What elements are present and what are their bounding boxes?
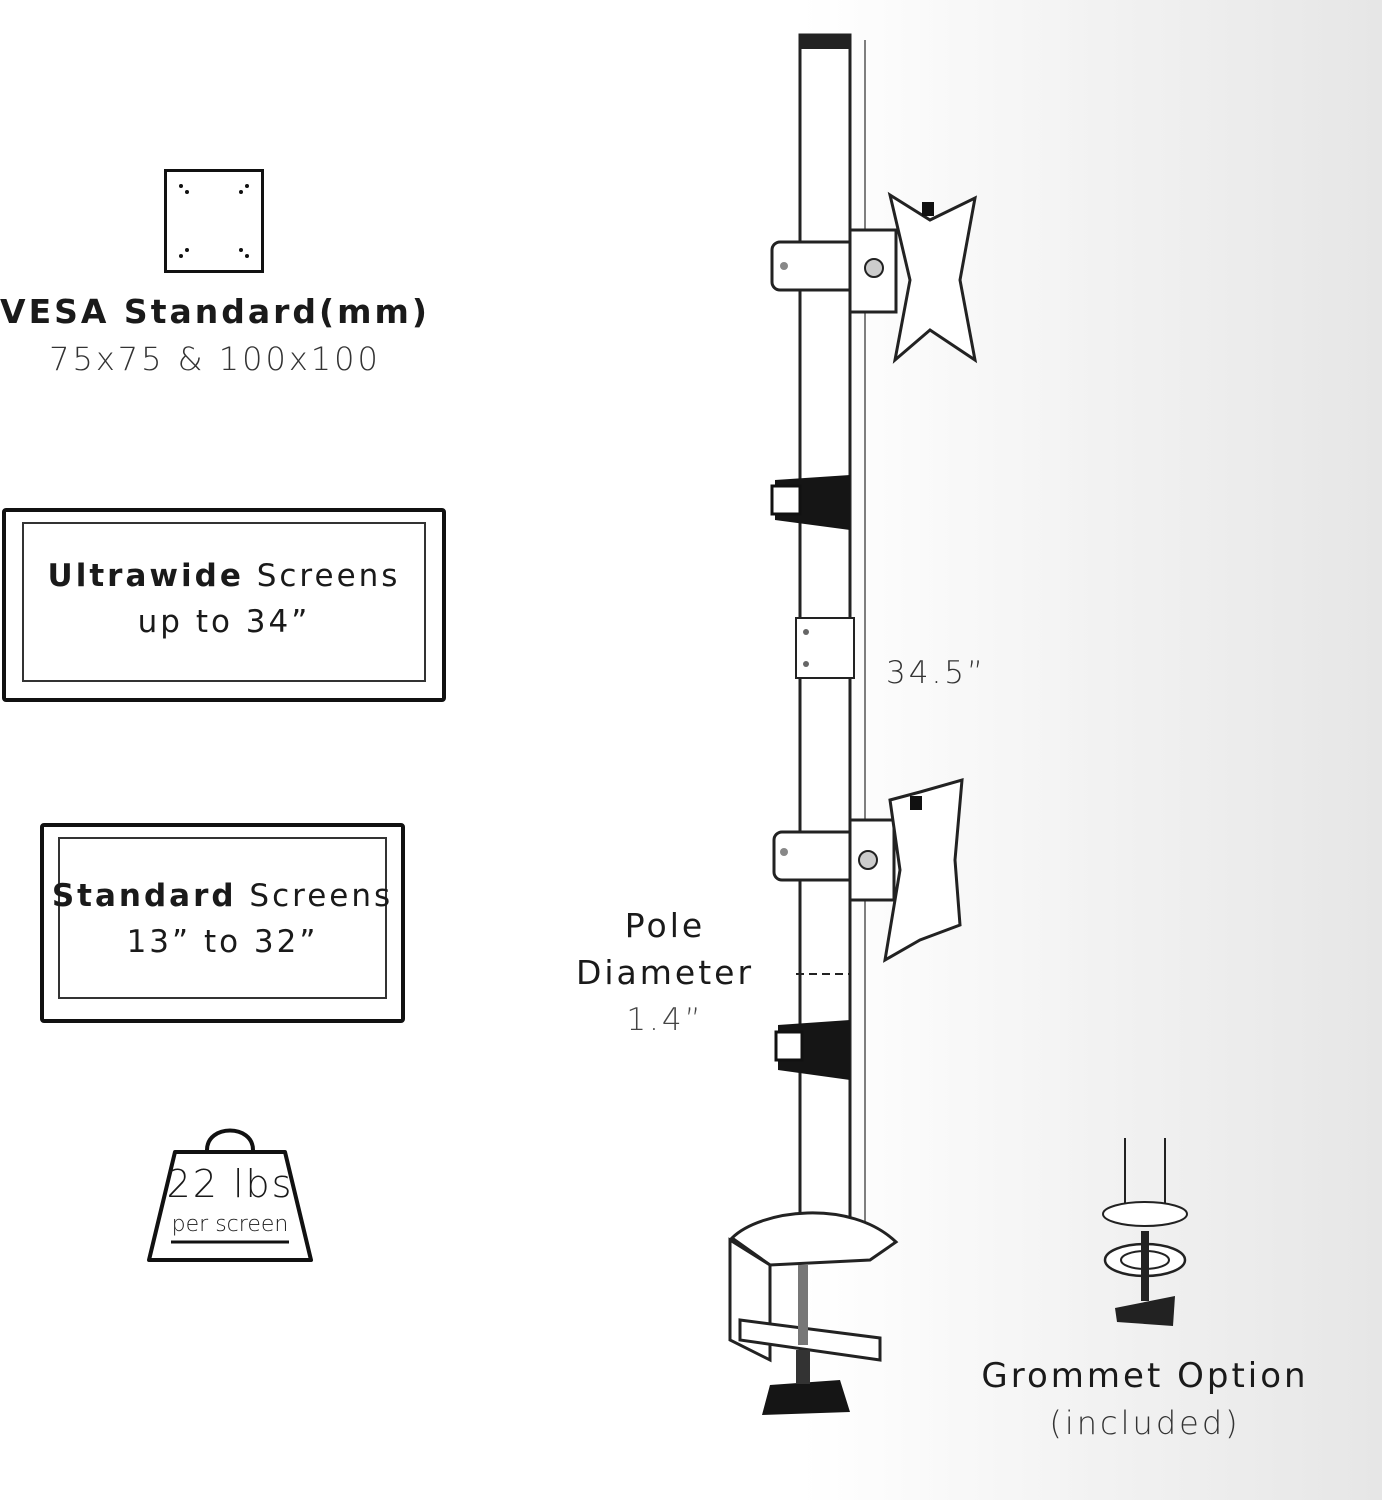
standard-line2: 13” to 32” bbox=[126, 924, 319, 960]
vesa-pattern-icon bbox=[164, 169, 264, 273]
desk-clamp bbox=[728, 1211, 899, 1415]
grommet-subtitle: (included) bbox=[1049, 1404, 1241, 1442]
clamp-knob bbox=[762, 1380, 850, 1415]
upper-monitor-bracket bbox=[770, 191, 978, 364]
weight-value: 22 lbs bbox=[166, 1162, 294, 1206]
ultrawide-screen-box: Ultrawide Screens up to 34” bbox=[2, 508, 446, 702]
ultrawide-line1: Ultrawide Screens bbox=[47, 558, 401, 594]
weight-icon bbox=[147, 1128, 313, 1262]
pole-diameter-label-line2: Diameter bbox=[575, 953, 755, 992]
standard-screen-box: Standard Screens 13” to 32” bbox=[40, 823, 405, 1023]
pole-diameter-value: 1.4” bbox=[626, 1002, 704, 1038]
weight-unit: per screen bbox=[171, 1212, 289, 1237]
grommet-title: Grommet Option bbox=[981, 1356, 1309, 1396]
ultrawide-line2: up to 34” bbox=[137, 604, 311, 640]
pole-diameter-label-line1: Pole bbox=[624, 906, 706, 945]
lower-monitor-bracket bbox=[772, 777, 964, 963]
grommet-icon bbox=[1102, 1138, 1188, 1326]
vesa-sizes: 75x75 & 100x100 bbox=[49, 340, 381, 378]
height-label: 34.5” bbox=[886, 655, 987, 691]
monitor-mount-image bbox=[728, 33, 978, 1415]
standard-line1: Standard Screens bbox=[51, 878, 394, 914]
vesa-title: VESA Standard(mm) bbox=[0, 292, 430, 331]
